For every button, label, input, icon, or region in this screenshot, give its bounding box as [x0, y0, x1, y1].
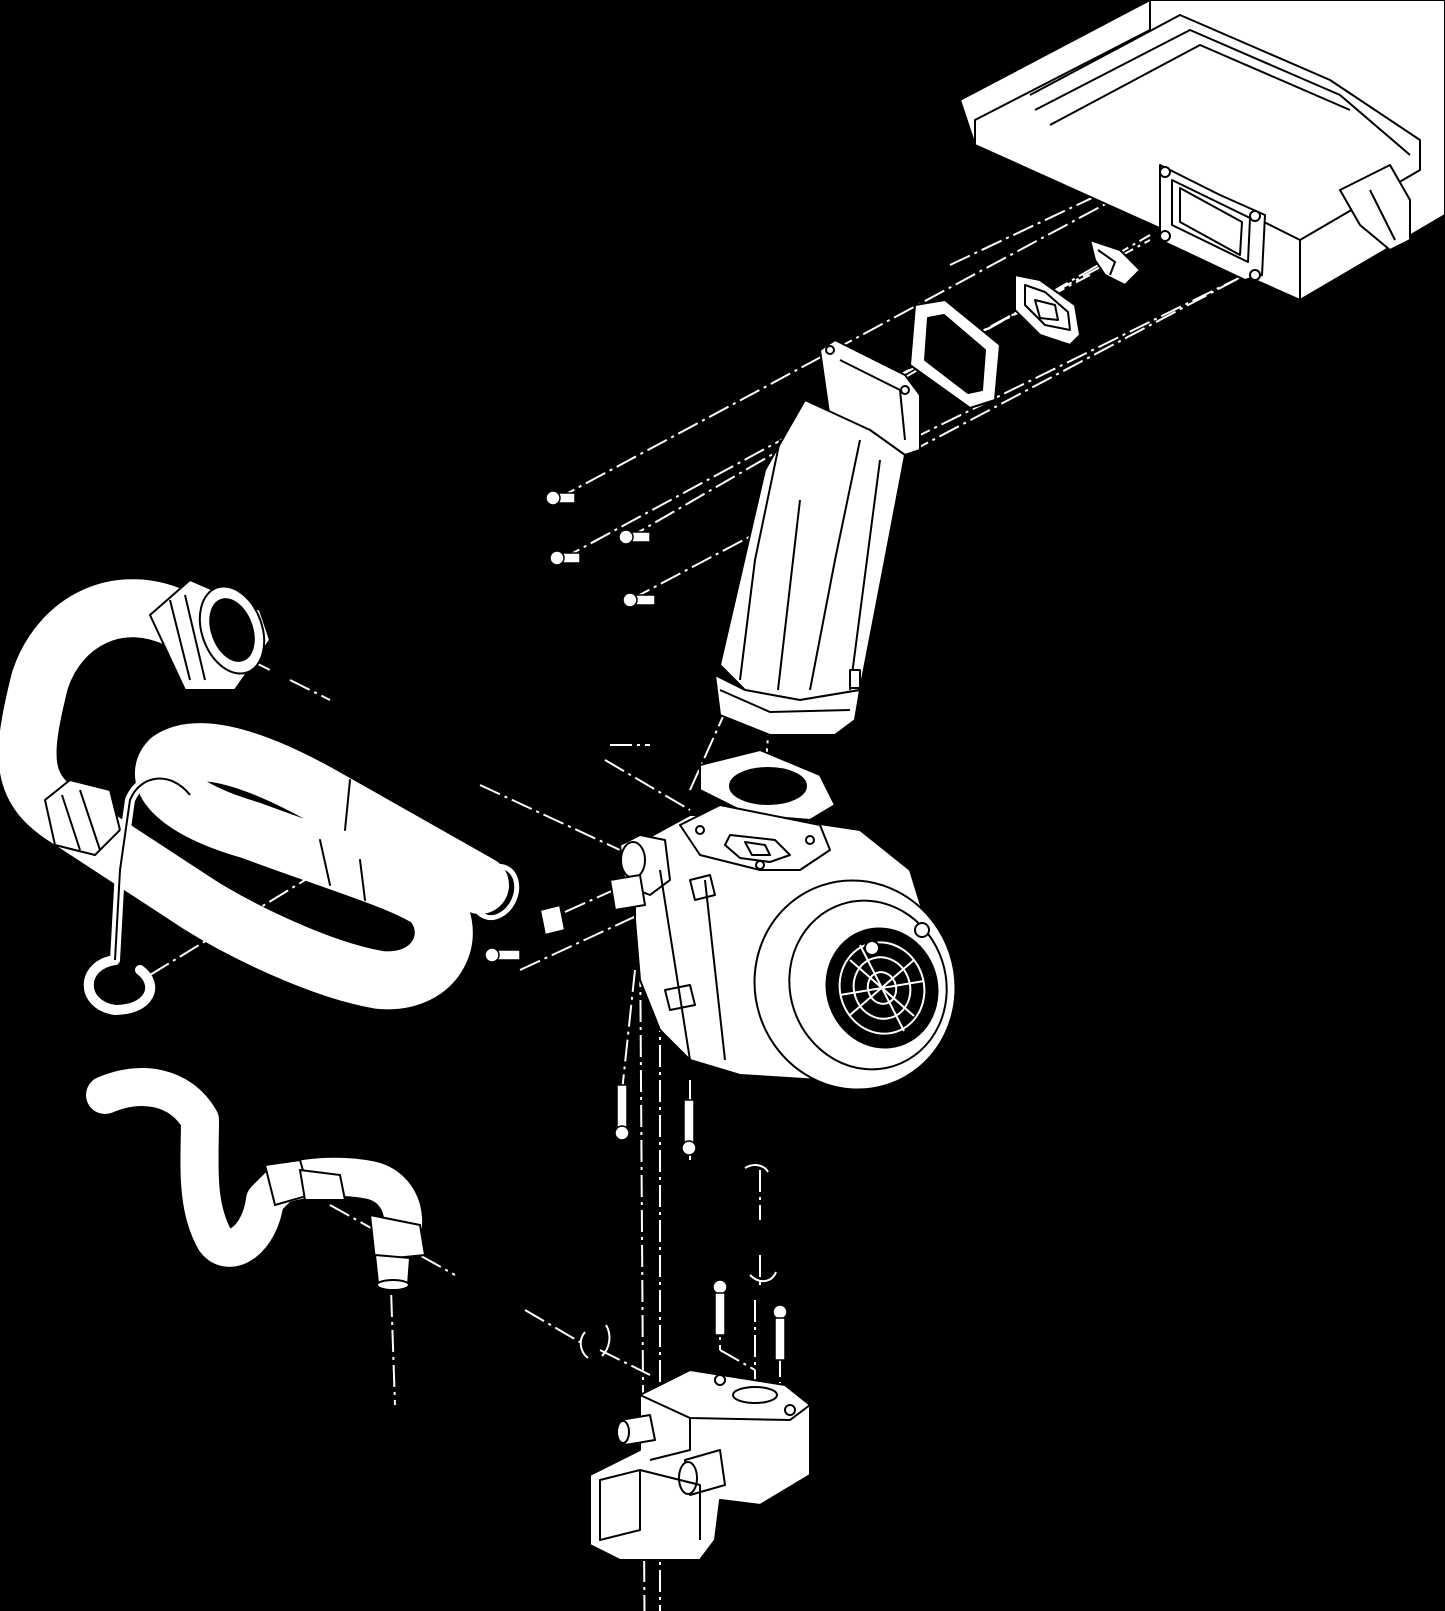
duct-screw-4 — [622, 592, 656, 608]
duct-screw-1 — [545, 490, 576, 506]
seal-rings — [579, 1164, 777, 1359]
gas-pipe-fittings — [263, 1158, 427, 1291]
motor-grille — [838, 941, 926, 1035]
fan-screw-1 — [614, 1084, 630, 1141]
air-hose-clip-outline — [114, 777, 191, 961]
valve-screws — [712, 1279, 788, 1361]
duct-screw-3 — [618, 529, 651, 545]
mixing-chamber-gasket — [909, 299, 1001, 409]
gas-valve — [589, 1369, 811, 1561]
duct-screw-2 — [549, 550, 581, 566]
gas-pipe — [86, 1068, 423, 1267]
valve-screw-1 — [712, 1279, 728, 1336]
gas-inlet-hose — [0, 579, 509, 1010]
fan-screws — [484, 947, 697, 1156]
venturi-plate — [1014, 274, 1081, 346]
air-intake-duct — [714, 339, 921, 736]
valve-screw-2 — [772, 1304, 788, 1361]
flue-gasket — [1088, 238, 1142, 287]
fan-motor — [753, 879, 957, 1091]
hose-couplers — [43, 578, 272, 857]
duct-base-gasket — [699, 748, 837, 822]
small-block-insert — [538, 897, 569, 937]
duct-screws — [545, 490, 656, 608]
fan-screw-2 — [681, 1099, 697, 1156]
heat-exchanger-housing — [959, 0, 1445, 301]
